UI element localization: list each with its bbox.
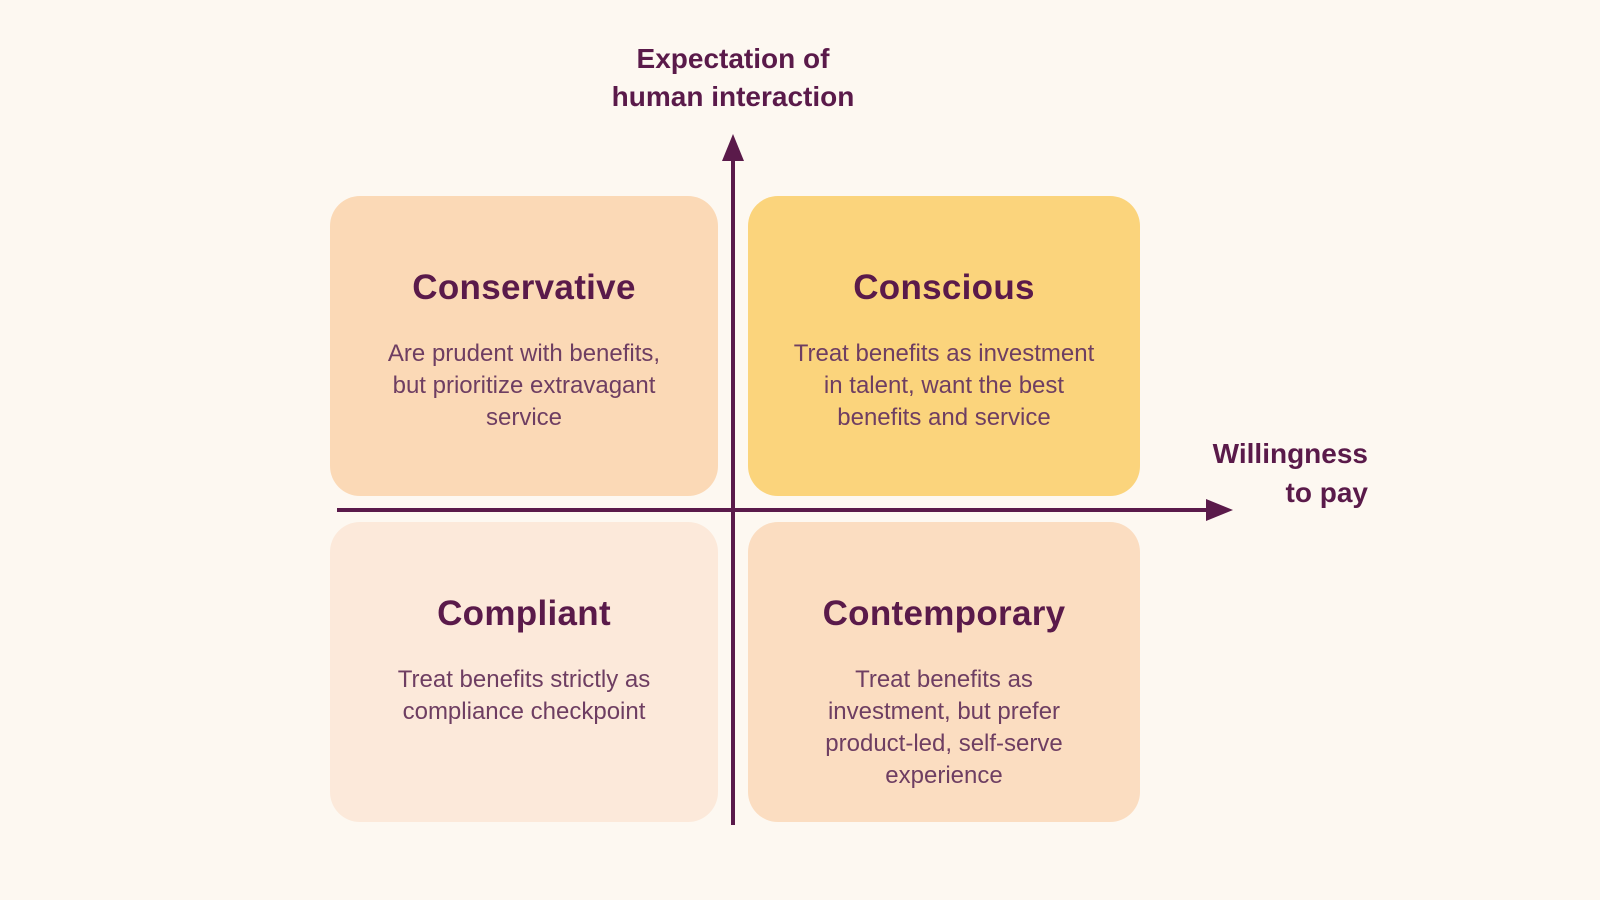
quadrant-conservative: Conservative Are prudent with benefits,b… — [330, 196, 718, 496]
x-axis-arrowhead-icon — [1206, 499, 1233, 521]
x-axis-line — [337, 508, 1211, 512]
y-axis-arrowhead-icon — [722, 134, 744, 161]
quadrant-description: Are prudent with benefits,but prioritize… — [387, 340, 661, 431]
y-axis-line — [731, 155, 735, 825]
quadrant-title: Compliant — [437, 594, 611, 633]
quadrant-title: Conscious — [853, 268, 1035, 307]
quadrant-title: Conservative — [412, 268, 636, 307]
quadrant-title: Contemporary — [822, 594, 1066, 633]
